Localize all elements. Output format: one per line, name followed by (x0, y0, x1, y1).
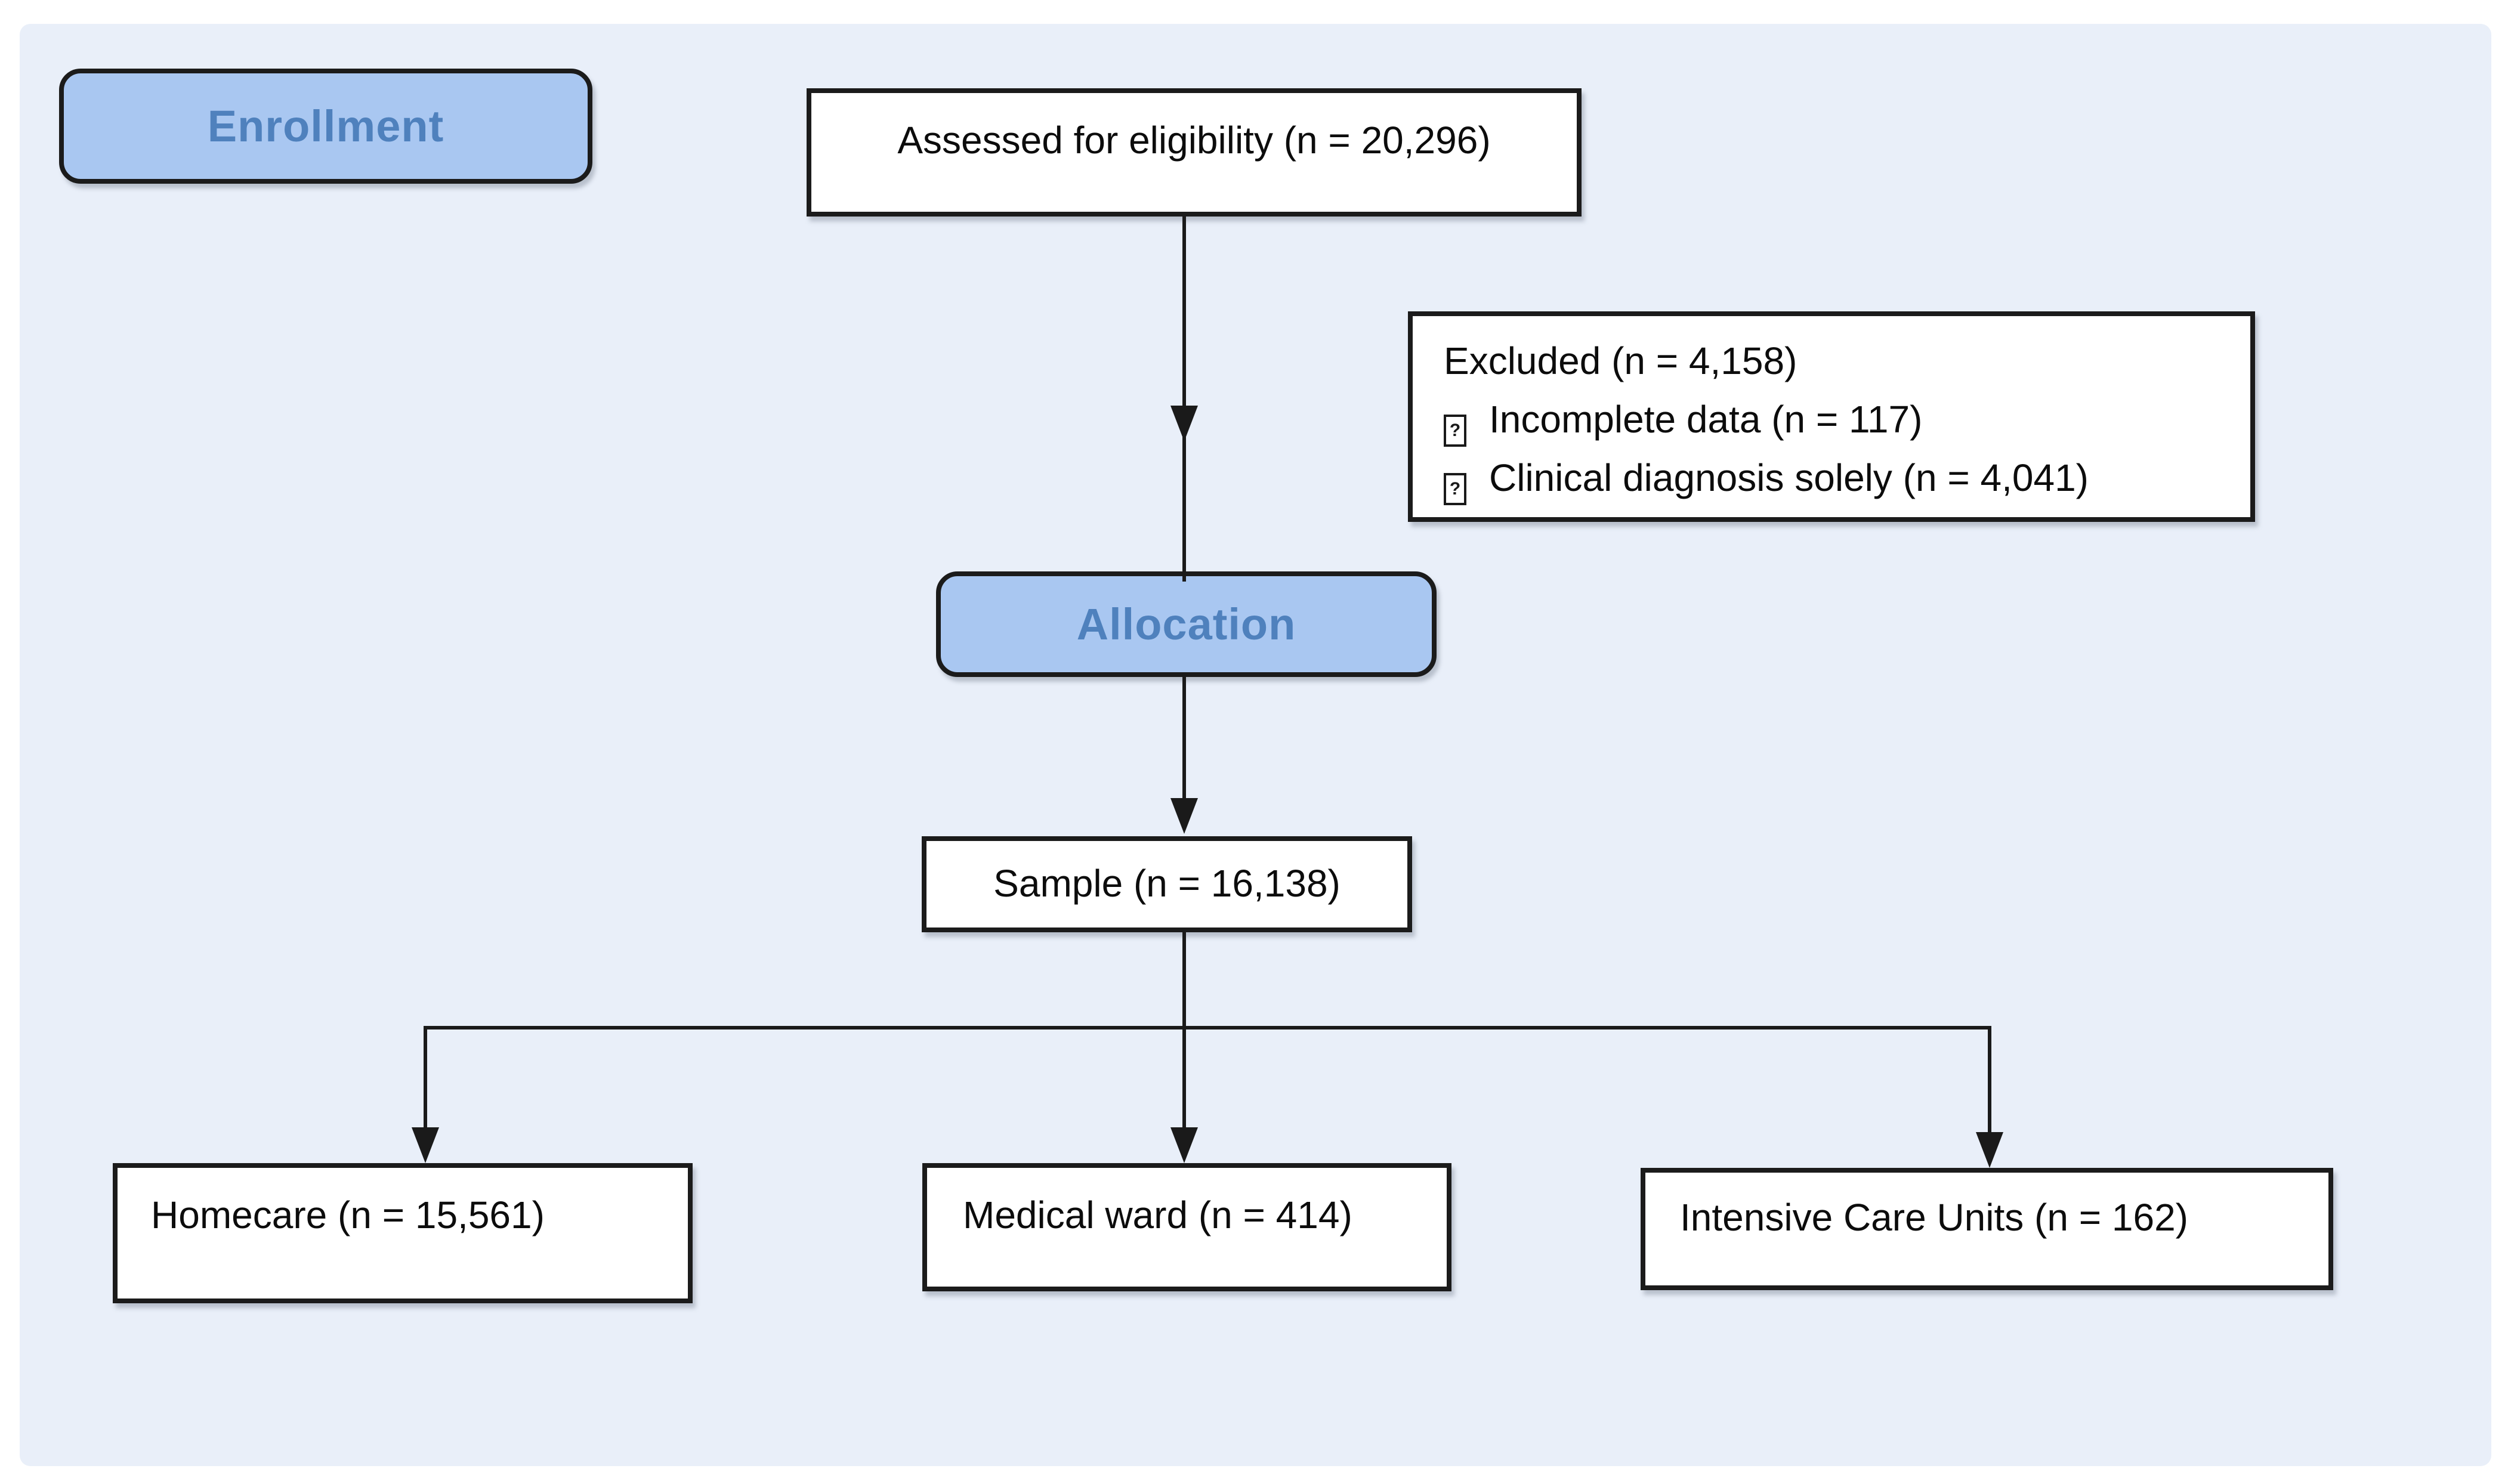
arrowhead-down-icon (1170, 798, 1198, 834)
node-homecare: Homecare (n = 15,561) (113, 1163, 693, 1303)
arrowhead-down-icon (412, 1127, 439, 1163)
excluded-item-2-label: Clinical diagnosis solely (n = 4,041) (1489, 456, 2089, 499)
node-medical-ward: Medical ward (n = 414) (922, 1163, 1451, 1291)
missing-glyph-bullet-icon: ? (1444, 473, 1466, 505)
phase-allocation-label: Allocation (1076, 599, 1296, 649)
connector-branch-homecare (424, 1026, 427, 1129)
node-homecare-label: Homecare (n = 15,561) (151, 1194, 545, 1236)
node-excluded-title: Excluded (n = 4,158) (1444, 339, 1797, 382)
phase-enrollment: Enrollment (59, 69, 592, 184)
node-sample-label: Sample (n = 16,138) (993, 862, 1341, 905)
excluded-item-1: ? Incomplete data (n = 117) (1444, 390, 2250, 449)
node-icu: Intensive Care Units (n = 162) (1641, 1168, 2333, 1290)
connector-branch-icu (1988, 1026, 1991, 1133)
branch-horizontal-bar (424, 1026, 1991, 1029)
node-assessed: Assessed for eligibility (n = 20,296) (807, 88, 1582, 217)
node-sample: Sample (n = 16,138) (922, 836, 1412, 932)
node-assessed-label: Assessed for eligibility (n = 20,296) (897, 119, 1491, 162)
excluded-item-1-label: Incomplete data (n = 117) (1489, 398, 1923, 441)
phase-enrollment-label: Enrollment (207, 101, 444, 151)
node-medical-ward-label: Medical ward (n = 414) (963, 1194, 1352, 1236)
connector-allocation-to-sample (1182, 677, 1186, 803)
arrowhead-down-icon (1170, 406, 1198, 441)
connector-branch-medical-ward (1182, 1026, 1186, 1129)
node-icu-label: Intensive Care Units (n = 162) (1680, 1196, 2188, 1239)
connector-sample-stub (1182, 932, 1186, 1029)
excluded-item-2: ? Clinical diagnosis solely (n = 4,041) (1444, 449, 2250, 507)
diagram-background-panel: Enrollment Assessed for eligibility (n =… (20, 24, 2491, 1466)
missing-glyph-bullet-icon: ? (1444, 415, 1466, 447)
node-excluded: Excluded (n = 4,158) ? Incomplete data (n… (1408, 311, 2255, 522)
arrowhead-down-icon (1170, 1127, 1198, 1163)
connector-assessed-to-allocation (1182, 217, 1186, 582)
phase-allocation: Allocation (936, 571, 1437, 677)
arrowhead-down-icon (1976, 1132, 2003, 1168)
